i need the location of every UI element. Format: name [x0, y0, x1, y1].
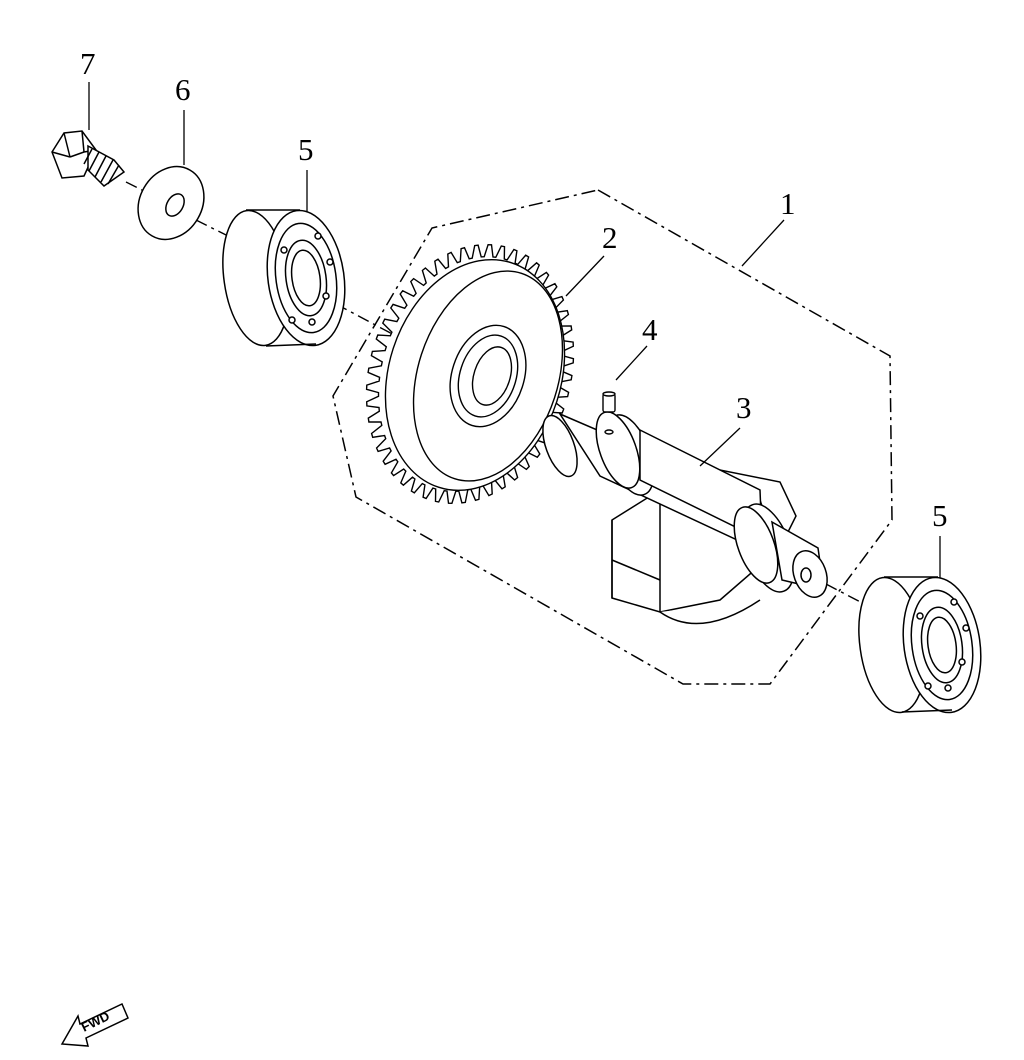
pin	[602, 391, 616, 435]
bolt	[51, 130, 126, 187]
callout-part-5-bottom: 5	[932, 498, 948, 533]
callout-part-1: 1	[780, 186, 796, 221]
callout-part-7: 7	[80, 46, 96, 81]
callout-part-2: 2	[602, 220, 618, 255]
callout-part-3: 3	[736, 390, 752, 425]
bearing-bottom	[858, 576, 982, 714]
callout-part-4: 4	[642, 312, 658, 347]
assembly-boundary	[332, 189, 893, 685]
leader-lines	[88, 82, 941, 578]
callout-part-6: 6	[175, 72, 191, 107]
washer	[137, 165, 205, 241]
fwd-arrow-icon: FWD	[60, 1002, 129, 1047]
callout-part-5-top: 5	[298, 132, 314, 167]
crankshaft	[542, 411, 828, 625]
drive-gear	[365, 243, 575, 505]
bearing-top	[222, 209, 346, 347]
